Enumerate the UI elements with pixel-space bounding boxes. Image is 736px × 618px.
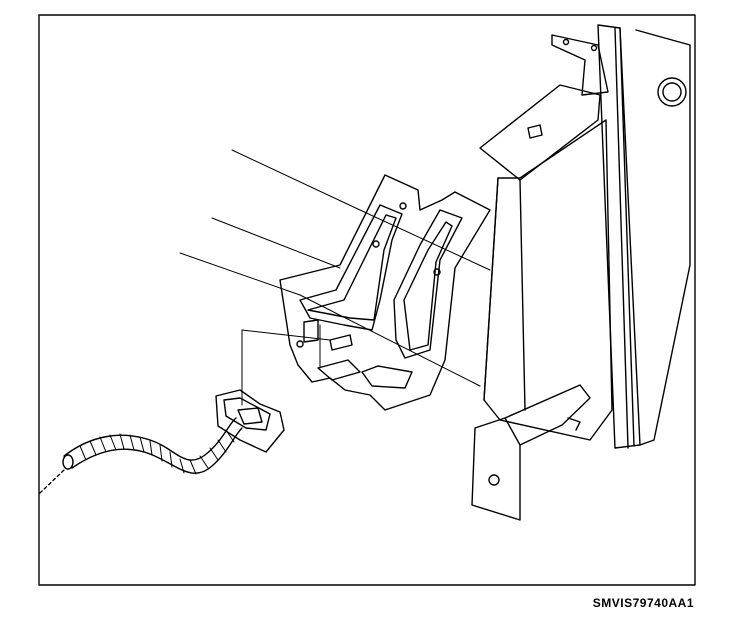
figure-reference-code: SMVIS79740AA1 [592, 596, 694, 610]
harness-bracket [279, 174, 491, 411]
diagram-frame [38, 14, 696, 586]
alignment-lines [241, 324, 331, 406]
harness-connector [215, 389, 285, 453]
lower-bracket [471, 384, 591, 521]
guide-lines [179, 149, 491, 387]
wire-harness [39, 417, 243, 494]
radiator-panel [479, 34, 613, 441]
